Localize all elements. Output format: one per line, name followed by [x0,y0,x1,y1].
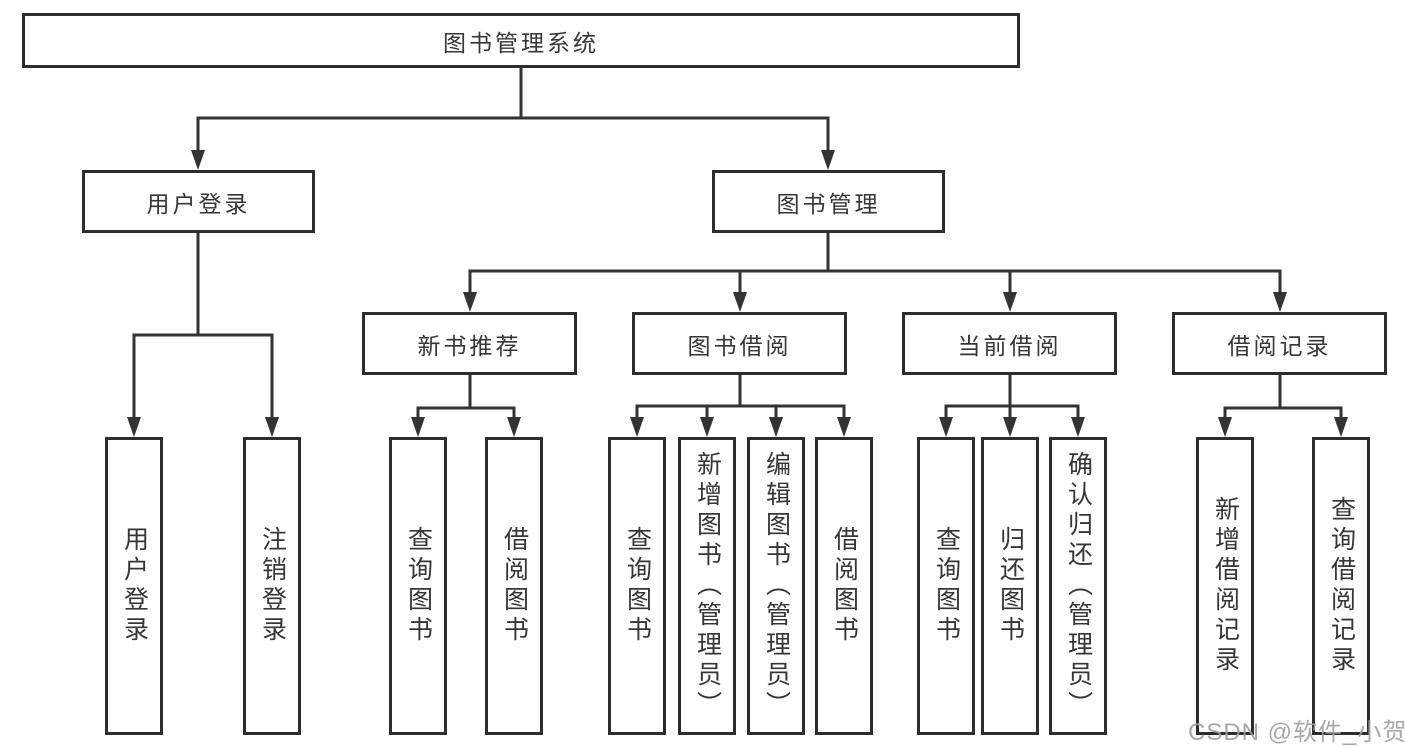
node-book-borrow-label: 图书借阅 [687,332,792,359]
leaf-return-book-label: 归还图书 [996,526,1025,646]
node-root-system: 图书管理系统 [22,13,1020,68]
leaf-borrow-books-recommend: 借阅图书 [485,437,543,735]
node-user-login-label: 用户登录 [146,190,251,217]
leaf-query-books-recommend-label: 查询图书 [404,526,433,646]
arrowheads [127,150,1348,437]
connector-user-login [132,231,274,424]
leaf-query-books-borrow-label: 查询图书 [623,526,652,646]
leaf-borrow-books-recommend-label: 借阅图书 [500,526,529,646]
leaf-query-books-current: 查询图书 [917,437,975,735]
leaf-logout-label: 注销登录 [258,526,287,646]
leaf-query-borrow-record-label: 查询借阅记录 [1327,496,1356,676]
node-new-book-recommend-label: 新书推荐 [417,332,522,359]
connector-root [196,66,830,154]
leaf-add-borrow-record: 新增借阅记录 [1196,437,1254,735]
leaf-query-books-current-label: 查询图书 [932,526,961,646]
leaf-return-book: 归还图书 [981,437,1039,735]
node-root-label: 图书管理系统 [443,29,599,56]
leaf-borrow-books: 借阅图书 [815,437,873,735]
leaf-edit-book-admin-label: 编辑图书（管理员） [762,451,791,721]
node-borrow-records: 借阅记录 [1172,312,1387,375]
connector-borrow-records [1223,373,1343,424]
leaf-edit-book-admin: 编辑图书（管理员） [747,437,805,735]
leaf-query-books-borrow: 查询图书 [608,437,666,735]
connector-new-book [416,373,516,424]
leaf-user-login-label: 用户登录 [120,526,149,646]
node-borrow-records-label: 借阅记录 [1227,332,1332,359]
connector-book-management [468,231,1282,298]
leaf-add-book-admin: 新增图书（管理员） [678,437,736,735]
node-book-management-label: 图书管理 [776,190,881,217]
node-user-login-branch: 用户登录 [82,170,315,233]
leaf-user-login: 用户登录 [105,437,163,735]
leaf-borrow-books-label: 借阅图书 [830,526,859,646]
leaf-add-book-admin-label: 新增图书（管理员） [693,451,722,721]
node-book-borrow: 图书借阅 [632,312,847,375]
leaf-query-books-recommend: 查询图书 [389,437,447,735]
connector-book-borrow [635,373,846,424]
node-book-management: 图书管理 [712,170,945,233]
node-current-borrow-label: 当前借阅 [957,332,1062,359]
leaf-confirm-return-admin-label: 确认归还（管理员） [1064,451,1093,721]
leaf-logout: 注销登录 [243,437,301,735]
leaf-add-borrow-record-label: 新增借阅记录 [1211,496,1240,676]
leaf-confirm-return-admin: 确认归还（管理员） [1049,437,1107,735]
leaf-query-borrow-record: 查询借阅记录 [1312,437,1370,735]
watermark: CSDN @软件_小贺同学 [1188,719,1405,746]
node-current-borrow: 当前借阅 [902,312,1117,375]
connector-current-borrow [944,373,1080,424]
node-new-book-recommend: 新书推荐 [362,312,577,375]
